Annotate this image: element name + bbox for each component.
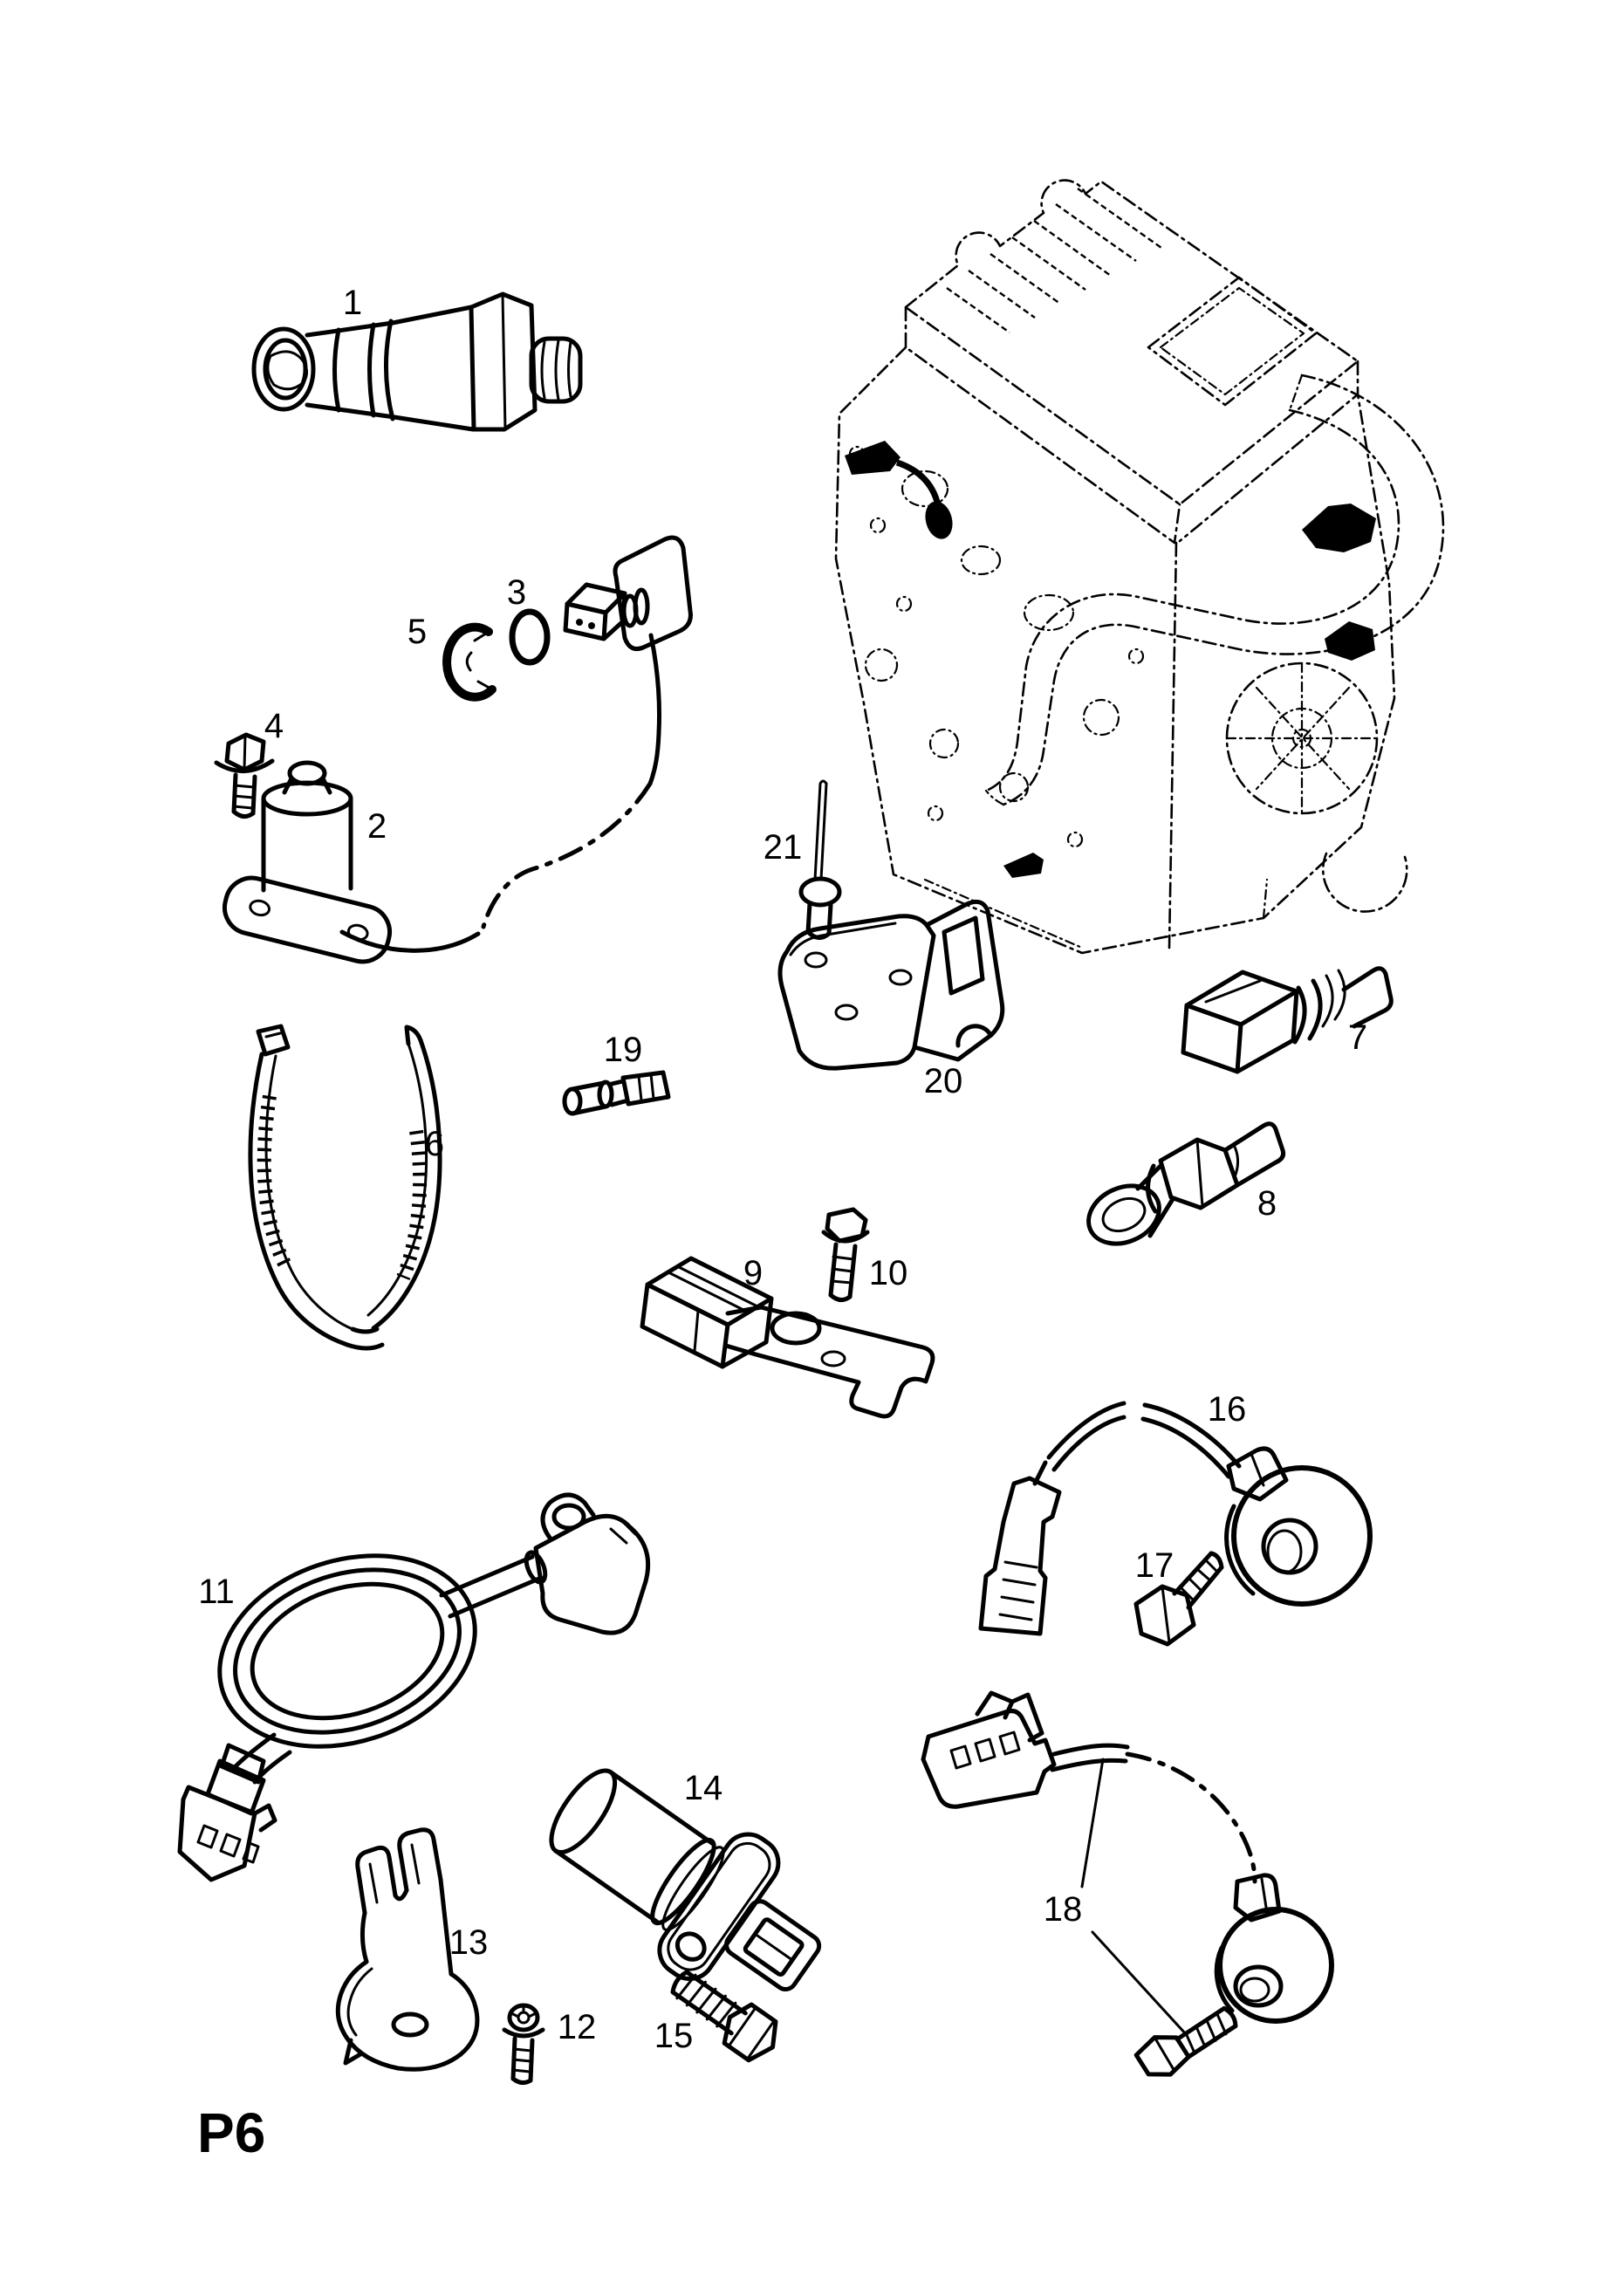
sensor-location-markers xyxy=(845,441,1376,878)
part-20-bracket xyxy=(777,899,1005,1071)
callout-7: 7 xyxy=(1348,1018,1367,1057)
part-8-temperature-sensor xyxy=(1086,1121,1286,1246)
part-4-bolt xyxy=(214,732,275,819)
callout-9: 9 xyxy=(743,1254,763,1292)
part-2-solenoid-switch xyxy=(222,760,481,964)
callout-15: 15 xyxy=(654,2017,694,2055)
callout-8: 8 xyxy=(1257,1184,1277,1223)
valve-cover-ribs xyxy=(946,188,1162,333)
callout-4: 4 xyxy=(264,707,284,745)
part-11-crankshaft-sensor xyxy=(177,1492,651,1882)
part-14-pulse-sensor xyxy=(549,1768,822,1991)
part-21-pin xyxy=(798,779,842,940)
part-19-connector xyxy=(562,1070,671,1116)
callout-14: 14 xyxy=(684,1769,723,1807)
callout-6: 6 xyxy=(425,1125,444,1163)
part-10-bolt xyxy=(821,1207,870,1302)
page-code: P6 xyxy=(197,2101,265,2164)
part-13-bracket xyxy=(335,1827,480,2072)
part-7-temperature-sensor xyxy=(1181,966,1394,1074)
callout-21: 21 xyxy=(764,828,803,867)
callout-19: 19 xyxy=(604,1031,643,1069)
callout-13: 13 xyxy=(449,1923,489,1962)
part-9-sensor-bracket xyxy=(640,1256,935,1419)
callout-17: 17 xyxy=(1135,1546,1174,1585)
callout-5: 5 xyxy=(407,613,427,651)
part-5-circlip xyxy=(442,622,496,702)
part-12-screw xyxy=(502,2003,545,2086)
callout-12: 12 xyxy=(558,2008,597,2046)
part-6-cable-tie xyxy=(248,1024,442,1351)
part-15-bolt xyxy=(670,1970,778,2063)
callout-3: 3 xyxy=(507,573,526,612)
part-3-camshaft-sensor xyxy=(481,535,693,929)
callout-10: 10 xyxy=(869,1254,908,1292)
part-17-bolt xyxy=(1133,1551,1224,1647)
engine-detail-features xyxy=(848,445,1269,949)
part-18-knock-sensor-harness xyxy=(921,1690,1334,2077)
part-16-knock-sensor xyxy=(978,1401,1373,1636)
part-3-o-ring xyxy=(509,608,551,666)
callout-20: 20 xyxy=(924,1062,963,1100)
callout-2: 2 xyxy=(367,807,387,846)
callout-11: 11 xyxy=(198,1573,235,1611)
callout-16: 16 xyxy=(1208,1390,1247,1429)
callout-1: 1 xyxy=(343,284,362,322)
engine-phantom-view xyxy=(834,179,1445,955)
part-1-oil-pressure-switch xyxy=(251,291,583,432)
callout-18: 18 xyxy=(1044,1890,1083,1929)
